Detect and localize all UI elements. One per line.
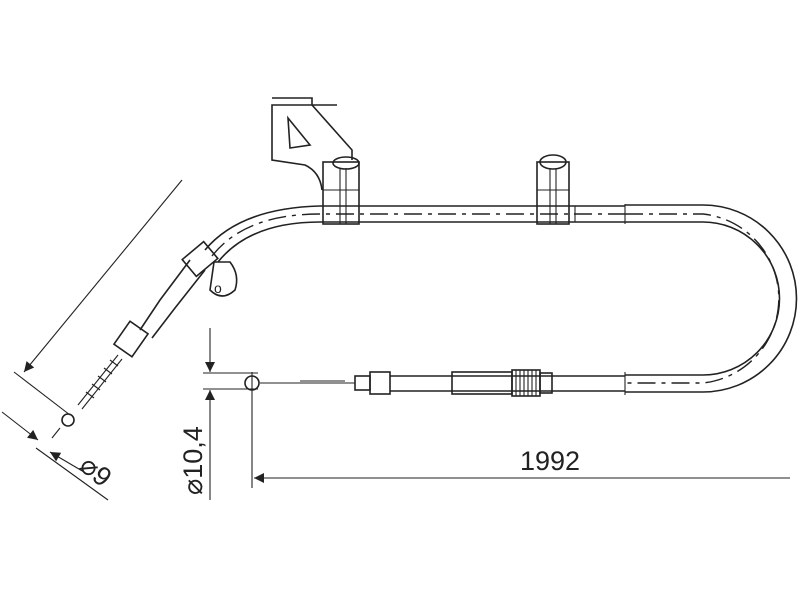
cable-diameter-dimension [203,328,258,500]
cable-clip-1 [322,156,360,225]
cable-loop [624,204,798,395]
cable-diameter-label: ⌀10,4 [178,426,208,495]
upper-cable-sheath [204,204,626,263]
diagonal-dimension [1,179,183,501]
cable-clip-2 [536,154,570,225]
length-label: 1992 [520,446,580,476]
bracket-hole-label: o [214,280,222,296]
length-dimension [251,372,790,488]
end-diameter-label: ⌀9 [74,450,117,493]
mounting-bracket [271,97,353,191]
lower-cable [244,369,625,397]
left-cable-end [51,240,238,439]
